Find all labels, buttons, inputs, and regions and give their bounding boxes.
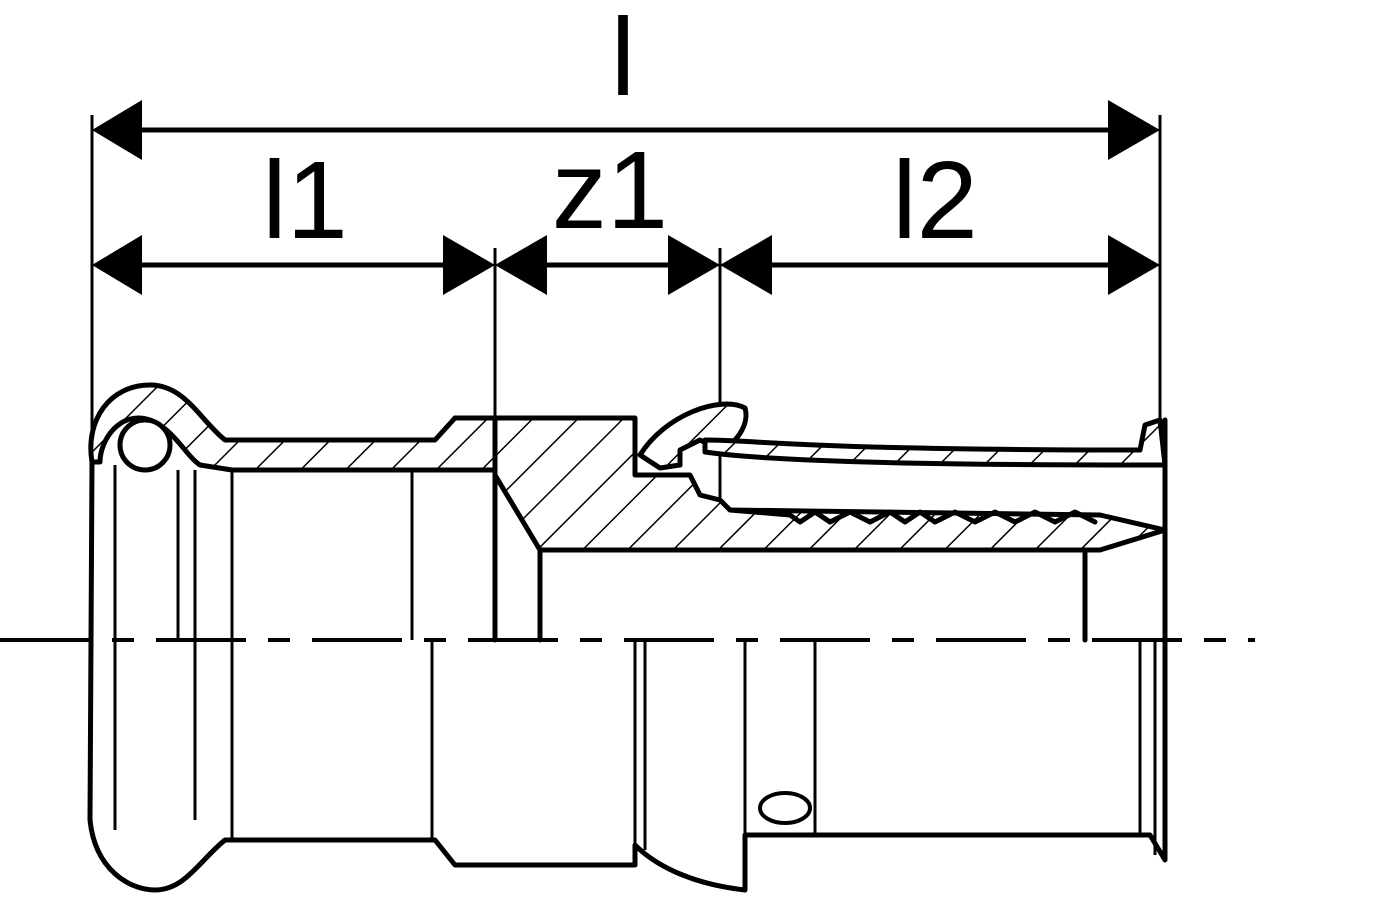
arrow-left-icon: [92, 100, 142, 160]
arrow-left-icon: [495, 235, 547, 295]
dimension-label-z1: z1: [552, 129, 668, 252]
dimension-label-l2: l2: [892, 139, 978, 262]
arrow-right-icon: [668, 235, 720, 295]
section-upper: [88, 382, 1168, 553]
arrow-right-icon: [443, 235, 495, 295]
arrow-left-icon: [720, 235, 772, 295]
arrow-right-icon: [1108, 235, 1160, 295]
arrow-left-icon: [92, 235, 142, 295]
dimension-segments: l1 z1 l2: [92, 129, 1160, 295]
dimension-label-l: l: [611, 0, 635, 119]
dimension-overall: l: [92, 0, 1160, 160]
inspection-window-icon: [758, 791, 812, 825]
o-ring-icon: [117, 417, 173, 473]
outline-lower: [87, 417, 1168, 893]
extension-lines: [90, 115, 1162, 500]
dimension-label-l1: l1: [262, 139, 348, 262]
arrow-right-icon: [1108, 100, 1160, 160]
